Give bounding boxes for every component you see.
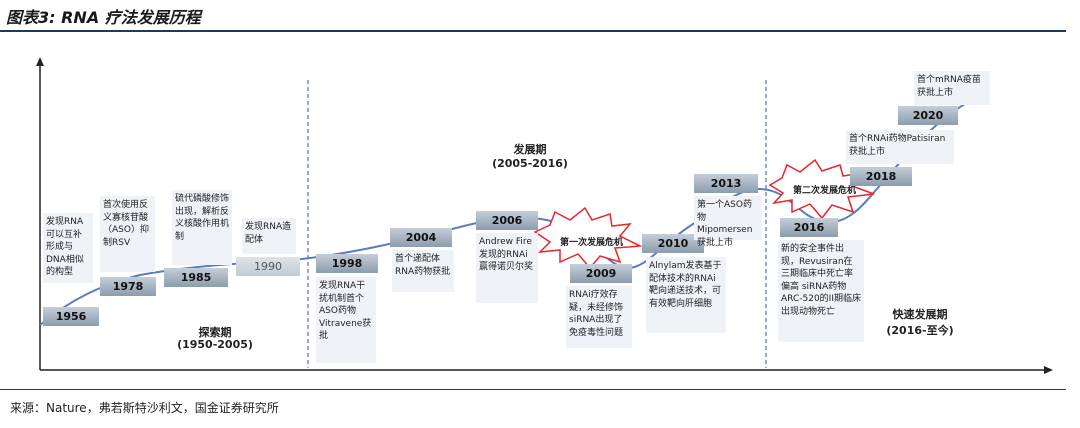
crisis-burst-1 xyxy=(533,206,643,270)
milestone-note-1990: 发现RNA造配体 xyxy=(242,218,296,254)
milestone-note-1956: 发现RNA可以互补形成与DNA相似的构型 xyxy=(43,213,93,283)
milestone-note-2004: 首个递配体RNA药物获批 xyxy=(392,250,454,292)
milestone-year-2009: 2009 xyxy=(570,264,632,283)
crisis-label-1: 第一次发展危机 xyxy=(560,238,624,248)
phase-rapid-name: 快速发展期 xyxy=(892,308,948,321)
milestone-note-2010: Alnylam发表基于配体技术的RNAi靶向递送技术，可有效靶向肝细胞 xyxy=(646,257,726,333)
milestone-note-2009: RNAi疗效存疑，未经修饰siRNA出现了免疫毒性问题 xyxy=(566,286,632,348)
milestone-year-1985: 1985 xyxy=(164,268,228,287)
milestone-year-1990: 1990 xyxy=(236,257,300,276)
crisis-burst-2 xyxy=(768,158,875,220)
phase-rapid-period: (2016-至今) xyxy=(886,324,954,337)
milestone-note-1985: 硫代磷酸修饰出现，解析反义核酸作用机制 xyxy=(172,190,232,265)
milestone-year-2006: 2006 xyxy=(476,211,538,230)
milestone-year-2010: 2010 xyxy=(642,234,704,253)
milestone-year-2013: 2013 xyxy=(694,174,758,193)
milestone-year-2018: 2018 xyxy=(850,167,912,186)
milestone-year-2004: 2004 xyxy=(390,228,452,247)
y-axis-arrow xyxy=(36,57,44,66)
milestone-note-2013: 第一个ASO药物Mipomersen获批上市 xyxy=(694,196,762,248)
milestone-year-1978: 1978 xyxy=(100,277,156,296)
milestone-note-2006: Andrew Fire发现的RNAi赢得诺贝尔奖 xyxy=(476,233,538,303)
phase-development-name: 发展期 xyxy=(513,143,547,156)
milestone-note-1998: 发现RNA干扰机制首个ASO药物Vitravene获批 xyxy=(316,277,376,363)
development-curve xyxy=(39,95,981,326)
milestone-note-2020: 首个mRNA疫苗获批上市 xyxy=(914,71,990,105)
milestone-note-1978: 首次使用反义寡核苷酸（ASO）抑制RSV xyxy=(100,196,155,272)
milestone-note-2016: 新的安全事件出现，Revusiran在三期临床中死亡率偏高 siRNA药物ARC… xyxy=(778,240,864,342)
milestone-year-1956: 1956 xyxy=(43,307,99,326)
top-rule xyxy=(0,30,1066,32)
phase-exploration-name: 探索期 xyxy=(198,326,232,339)
phase-development-period: (2005-2016) xyxy=(492,157,568,170)
phase-exploration-period: (1950-2005) xyxy=(177,338,253,351)
milestone-year-2020: 2020 xyxy=(898,106,958,125)
milestone-year-1998: 1998 xyxy=(316,254,378,273)
bottom-rule xyxy=(0,389,1066,390)
source-note: 来源：Nature，弗若斯特沙利文，国金证券研究所 xyxy=(10,401,279,415)
milestone-note-2018: 首个RNAi药物Patisiran获批上市 xyxy=(846,130,954,164)
crisis-label-2: 第二次发展危机 xyxy=(793,186,857,196)
x-axis-arrow xyxy=(1044,366,1053,374)
milestone-year-2016: 2016 xyxy=(780,218,838,237)
figure-title: 图表3: RNA 疗法发展历程 xyxy=(6,8,201,27)
